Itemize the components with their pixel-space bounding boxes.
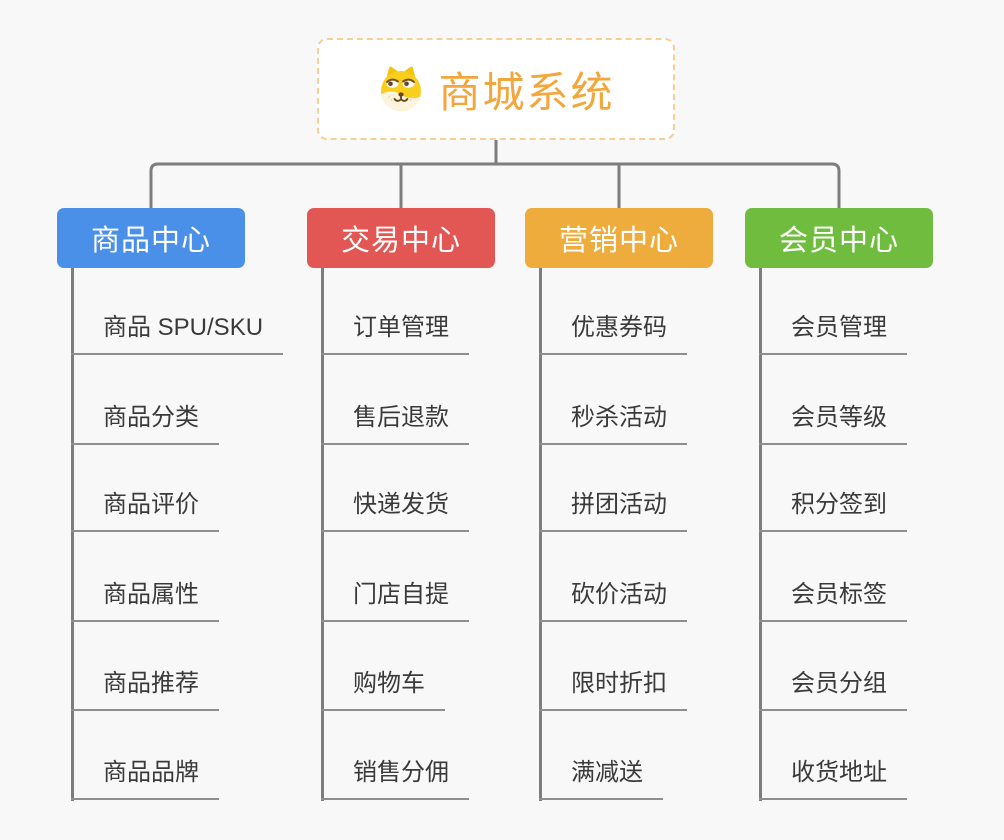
leaf-topic[interactable]: 商品品牌 — [71, 756, 219, 800]
branch-label: 营销中心 — [558, 225, 679, 257]
branch-label: 会员中心 — [778, 225, 899, 257]
leaf-topic[interactable]: 拼团活动 — [539, 488, 687, 532]
leaf-topic[interactable]: 商品分类 — [71, 401, 219, 445]
shiba-dog-face-icon — [377, 66, 425, 112]
leaf-topic[interactable]: 满减送 — [539, 756, 663, 800]
leaf-topic[interactable]: 订单管理 — [321, 311, 469, 355]
branch-node-marketing-center[interactable]: 营销中心 — [525, 208, 713, 268]
branch-label: 交易中心 — [340, 225, 461, 257]
leaf-topic[interactable]: 砍价活动 — [539, 578, 687, 622]
leaf-topic[interactable]: 限时折扣 — [539, 667, 687, 711]
leaf-topic[interactable]: 收货地址 — [759, 756, 907, 800]
leaf-topic[interactable]: 秒杀活动 — [539, 401, 687, 445]
leaf-topic[interactable]: 优惠券码 — [539, 311, 687, 355]
leaf-topic[interactable]: 商品属性 — [71, 578, 219, 622]
leaf-topic[interactable]: 商品推荐 — [71, 667, 219, 711]
branch-node-trade-center[interactable]: 交易中心 — [307, 208, 495, 268]
leaf-topic[interactable]: 售后退款 — [321, 401, 469, 445]
column-connector-line — [539, 268, 542, 801]
leaf-topic[interactable]: 积分签到 — [759, 488, 907, 532]
leaf-topic[interactable]: 会员标签 — [759, 578, 907, 622]
root-title: 商城系统 — [438, 68, 615, 116]
column-connector-line — [71, 268, 74, 801]
leaf-topic[interactable]: 快递发货 — [321, 488, 469, 532]
root-node[interactable]: 商城系统 — [317, 38, 675, 140]
column-connector-line — [759, 268, 762, 801]
leaf-topic[interactable]: 商品评价 — [71, 488, 219, 532]
leaf-topic[interactable]: 商品 SPU/SKU — [71, 311, 284, 355]
leaf-topic[interactable]: 会员等级 — [759, 401, 907, 445]
branch-node-product-center[interactable]: 商品中心 — [57, 208, 245, 268]
column-connector-line — [321, 268, 324, 801]
leaf-topic[interactable]: 购物车 — [321, 667, 445, 711]
branch-label: 商品中心 — [90, 225, 211, 257]
leaf-topic[interactable]: 门店自提 — [321, 578, 469, 622]
leaf-topic[interactable]: 会员管理 — [759, 311, 907, 355]
leaf-topic[interactable]: 销售分佣 — [321, 756, 469, 800]
branch-node-member-center[interactable]: 会员中心 — [745, 208, 933, 268]
leaf-topic[interactable]: 会员分组 — [759, 667, 907, 711]
branch-bus-line — [149, 162, 841, 208]
